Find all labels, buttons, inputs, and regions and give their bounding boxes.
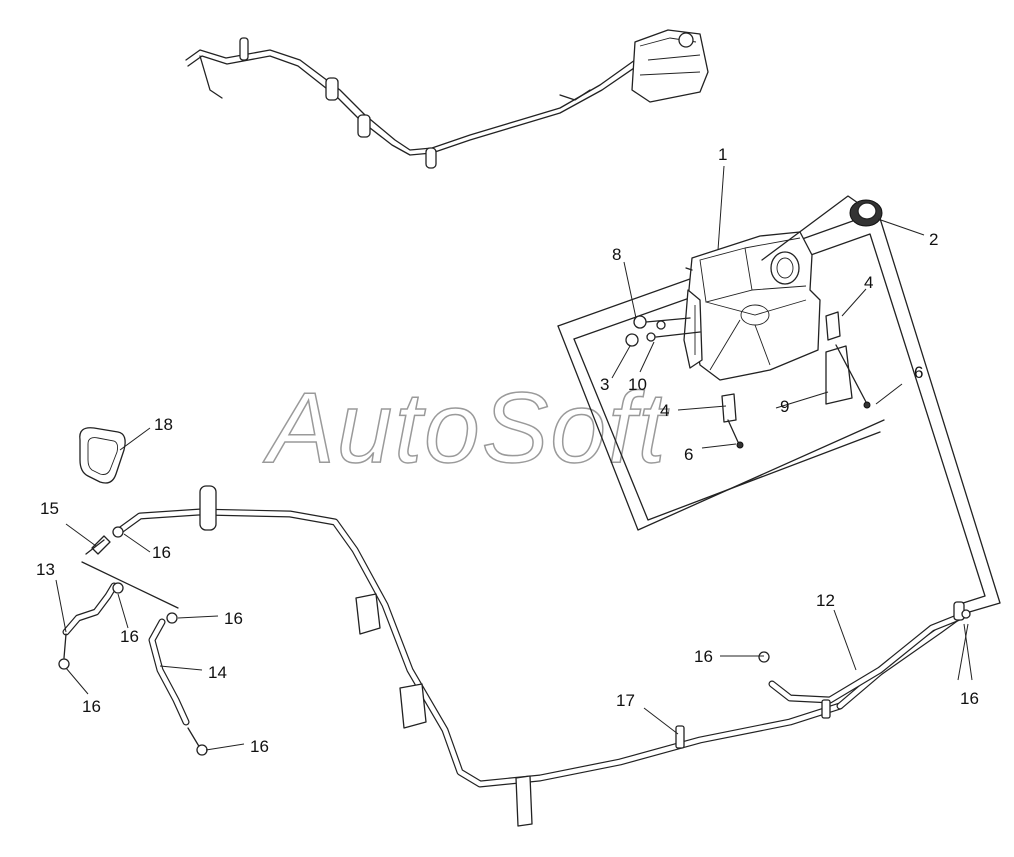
callout-1: 1 <box>718 145 727 164</box>
callout-2: 2 <box>929 230 938 249</box>
bracket-9 <box>825 345 853 405</box>
clamps-16 <box>112 526 971 663</box>
callout-16-e: 16 <box>250 737 269 756</box>
callout-16-c: 16 <box>224 609 243 628</box>
fitting-15 <box>91 535 111 555</box>
callout-6-right: 6 <box>914 363 923 382</box>
callout-18: 18 <box>154 415 173 434</box>
callout-3: 3 <box>600 375 609 394</box>
hardware-parts <box>625 315 701 347</box>
callout-17: 17 <box>616 691 635 710</box>
callout-16-f: 16 <box>694 647 713 666</box>
callout-16-a: 16 <box>152 543 171 562</box>
hose-12 <box>768 612 966 704</box>
leader-lines <box>55 165 973 751</box>
callout-6-lower: 6 <box>684 445 693 464</box>
callout-8: 8 <box>612 245 621 264</box>
main-hose <box>114 508 966 788</box>
callout-9: 9 <box>780 397 789 416</box>
tank-cap <box>849 199 883 227</box>
watermark: AutoSoft <box>263 372 670 484</box>
callout-14: 14 <box>208 663 227 682</box>
callout-16-b: 16 <box>120 627 139 646</box>
callout-12: 12 <box>816 591 835 610</box>
callout-10: 10 <box>628 375 647 394</box>
hose-13 <box>62 582 118 636</box>
callout-15: 15 <box>40 499 59 518</box>
bracket-upper <box>825 311 841 341</box>
hose-14 <box>148 618 190 726</box>
expansion-tank <box>683 231 821 381</box>
bracket-lower <box>721 393 737 423</box>
callout-16-d: 16 <box>82 697 101 716</box>
overview-assembly <box>185 29 709 169</box>
callout-4-lower: 4 <box>660 401 669 420</box>
callout-16-g: 16 <box>960 689 979 708</box>
callout-4-upper: 4 <box>864 273 873 292</box>
callout-13: 13 <box>36 560 55 579</box>
mount-clips <box>199 485 965 827</box>
